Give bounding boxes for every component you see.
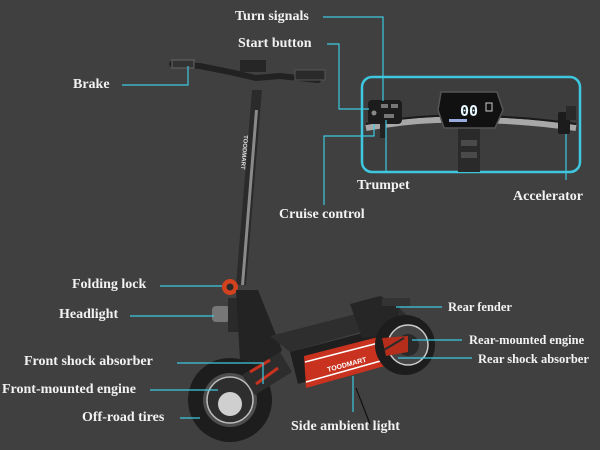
- label-front-mounted-engine: Front-mounted engine: [2, 382, 136, 397]
- label-rear-fender: Rear fender: [448, 300, 512, 314]
- speed-display: 00: [460, 102, 478, 120]
- label-start-button: Start button: [238, 36, 312, 51]
- label-side-ambient-light: Side ambient light: [291, 419, 400, 434]
- handlebar-inset: 00: [360, 75, 582, 174]
- leader-lines: [122, 16, 567, 419]
- label-accelerator: Accelerator: [513, 189, 583, 204]
- label-cruise-control: Cruise control: [279, 207, 365, 222]
- scooter-body: TOODMART TOODMART: [169, 59, 435, 442]
- label-front-shock-absorber: Front shock absorber: [24, 354, 153, 369]
- ambient-light-arrow: [355, 387, 371, 425]
- label-turn-signals: Turn signals: [235, 9, 309, 24]
- label-headlight: Headlight: [59, 307, 119, 322]
- label-folding-lock: Folding lock: [72, 277, 147, 292]
- label-rear-shock-absorber: Rear shock absorber: [478, 352, 589, 366]
- stem-brand-text: TOODMART: [239, 135, 248, 170]
- label-off-road-tires: Off-road tires: [82, 410, 165, 425]
- label-brake: Brake: [73, 77, 110, 92]
- label-rear-mounted-engine: Rear-mounted engine: [469, 333, 585, 347]
- label-trumpet: Trumpet: [357, 178, 410, 193]
